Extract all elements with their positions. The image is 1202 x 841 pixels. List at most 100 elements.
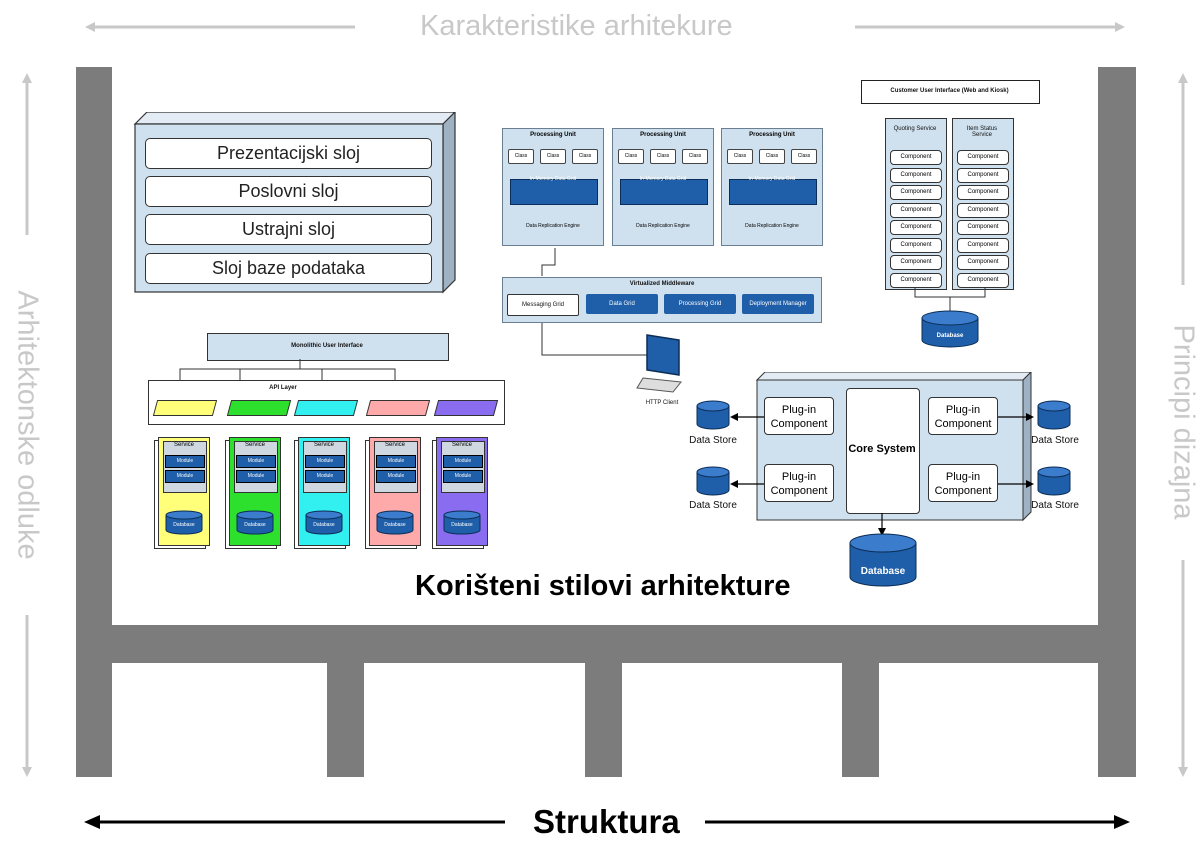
api-slot — [293, 400, 359, 416]
service-module: Module — [443, 455, 483, 468]
class-box: Class — [650, 149, 676, 164]
microservice-component: Component — [890, 167, 942, 183]
engine-label: Data Replication Engine — [526, 223, 580, 229]
service-database-icon — [236, 510, 274, 535]
engine-label: Data Replication Engine — [636, 223, 690, 229]
data-store-label-bl: Data Store — [689, 500, 737, 511]
service-database-label: Database — [244, 522, 266, 528]
api-slot — [365, 400, 431, 416]
service-database-icon — [443, 510, 481, 535]
right-pillar — [1098, 67, 1136, 777]
microservice-component: Component — [957, 237, 1009, 253]
class-box: Class — [727, 149, 753, 164]
microservice-component: Component — [890, 185, 942, 200]
computer-icon — [636, 334, 682, 393]
floor-beam — [76, 625, 1136, 663]
middleware-messaging-grid: Messaging Grid — [507, 294, 579, 316]
microservice-component: Component — [957, 272, 1009, 288]
processing-unit-1: Processing Unit Class Class Class In-Mem… — [502, 128, 604, 246]
left-label: Arhitektonske odluke — [11, 290, 44, 560]
data-grid-block — [510, 179, 598, 205]
monolithic-ui-box — [207, 333, 449, 361]
processing-unit-2: Processing Unit Class Class Class In-Mem… — [612, 128, 714, 246]
grid-label: In-Memory Data Grid — [748, 176, 796, 182]
data-store-label-br: Data Store — [1031, 500, 1079, 511]
service-module: Module — [305, 455, 345, 468]
grid-label: In-Memory Data Grid — [639, 176, 687, 182]
api-slot — [433, 400, 499, 416]
service-module: Module — [165, 455, 205, 468]
data-store-label-tr: Data Store — [1031, 435, 1079, 446]
status-service-title: Item Status Service — [966, 126, 998, 138]
middleware-title: Virtualized Middleware — [629, 281, 695, 287]
class-box: Class — [508, 149, 534, 164]
middleware-data-grid: Data Grid — [586, 294, 658, 314]
class-box: Class — [759, 149, 785, 164]
data-store-icon-br — [1037, 466, 1071, 496]
api-slot — [226, 400, 292, 416]
service-module: Module — [376, 455, 416, 468]
service-database-icon — [165, 510, 203, 535]
customer-ui-label: Customer User Interface (Web and Kiosk) — [890, 88, 1009, 94]
layer-presentation: Prezentacijski sloj — [145, 138, 432, 169]
grid-label: In-Memory Data Grid — [529, 176, 577, 182]
service-title: Service — [451, 442, 472, 448]
service-module: Module — [236, 470, 276, 483]
microservice-component: Component — [957, 202, 1009, 218]
plugin-bottom-right: Plug-in Component — [928, 464, 998, 502]
service-database-label: Database — [384, 522, 406, 528]
processing-unit-3: Processing Unit Class Class Class In-Mem… — [721, 128, 823, 246]
http-client-label: HTTP Client — [645, 400, 679, 406]
microservice-component: Component — [957, 150, 1009, 165]
quoting-service-title: Quoting Service — [893, 126, 937, 132]
class-box: Class — [572, 149, 598, 164]
class-box: Class — [540, 149, 566, 164]
data-store-icon-tr — [1037, 400, 1071, 430]
customer-ui-box — [861, 80, 1040, 104]
service-module: Module — [165, 470, 205, 483]
service-module: Module — [443, 470, 483, 483]
middleware-processing-grid: Processing Grid — [664, 294, 736, 314]
plugin-bottom-left: Plug-in Component — [764, 464, 834, 502]
service-title: Service — [244, 442, 265, 448]
bottom-label: Struktura — [533, 803, 680, 840]
data-store-label-tl: Data Store — [689, 435, 737, 446]
service-database-label: Database — [313, 522, 335, 528]
service-module: Module — [376, 470, 416, 483]
microservices-db-label: Database — [936, 333, 964, 339]
layer-business: Poslovni sloj — [145, 176, 432, 207]
microservices-db-lines — [914, 287, 986, 313]
support-leg-2 — [585, 660, 622, 777]
microservice-component: Component — [957, 255, 1009, 270]
microservice-component: Component — [890, 220, 942, 235]
service-database-icon — [376, 510, 414, 535]
microservice-component: Component — [957, 185, 1009, 200]
left-pillar — [76, 67, 112, 777]
microservice-component: Component — [890, 150, 942, 165]
service-title: Service — [313, 442, 334, 448]
core-system-box — [846, 388, 920, 514]
support-leg-3 — [842, 660, 879, 777]
core-database-label: Database — [860, 566, 906, 577]
layer-database: Sloj baze podataka — [145, 253, 432, 284]
microservice-component: Component — [957, 220, 1009, 235]
api-layer-label: API Layer — [269, 385, 297, 391]
service-title: Service — [173, 442, 194, 448]
middleware-deployment-manager: Deployment Manager — [742, 294, 814, 314]
center-title: Korišteni stilovi arhitekture — [415, 570, 791, 602]
right-label: Principi dizajna — [1167, 324, 1200, 520]
data-store-icon-tl — [696, 400, 730, 430]
api-slot — [152, 400, 218, 416]
top-label: Karakteristike arhitekure — [420, 10, 733, 42]
class-box: Class — [618, 149, 644, 164]
monolithic-ui-label: Monolithic User Interface — [291, 343, 363, 349]
support-leg-1 — [327, 660, 364, 777]
class-box: Class — [791, 149, 817, 164]
microservice-component: Component — [890, 255, 942, 270]
core-system-label: Core System — [848, 443, 916, 455]
microservice-component: Component — [890, 237, 942, 253]
service-database-label: Database — [451, 522, 473, 528]
